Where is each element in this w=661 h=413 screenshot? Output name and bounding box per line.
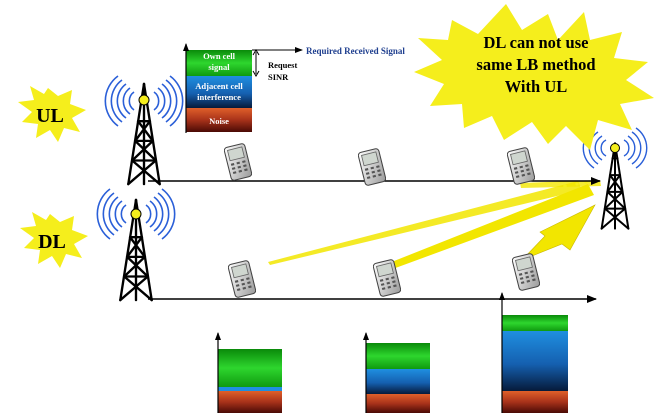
bar-right-noise — [502, 391, 568, 413]
dl-tower-beacon — [130, 208, 142, 220]
required-signal-label: Required Received Signal — [306, 46, 405, 56]
ul-tower-beacon — [138, 94, 150, 106]
dl-sinr-bar-right — [499, 292, 568, 413]
right-tower-beacon — [610, 143, 620, 153]
callout-line-1: DL can not use — [484, 33, 589, 52]
legend-adj-line2: interference — [197, 92, 241, 102]
ul-badge-label: UL — [36, 105, 64, 127]
legend-noise-segment — [186, 108, 252, 132]
bar-middle-own-cell — [366, 343, 430, 369]
dl-radio-wave-icon — [96, 188, 176, 240]
bar-left-interference — [218, 387, 282, 391]
dl-starburst-icon — [20, 212, 88, 268]
request-sinr-line2: SINR — [268, 72, 289, 82]
bar-middle-noise — [366, 394, 430, 413]
callout-line-2: same LB method — [476, 55, 595, 74]
ul-ue-left-mobile-phone-icon — [224, 143, 252, 181]
legend-noise-label: Noise — [209, 116, 229, 126]
bar-right-own-cell — [502, 315, 568, 331]
callout-starburst-icon — [414, 4, 654, 150]
request-sinr-line1: Request — [268, 60, 297, 70]
dl-ue-right-mobile-phone-icon — [512, 253, 540, 291]
legend-own-line1: Own cell — [203, 51, 236, 61]
dl-sinr-bar-left — [215, 332, 282, 413]
bar-left-own-cell — [218, 349, 282, 387]
dl-beam-group — [268, 180, 601, 270]
dl-ue-left-mobile-phone-icon — [228, 260, 256, 298]
ul-starburst-icon — [18, 86, 86, 142]
dl-beam-to-middle-ue — [384, 184, 594, 270]
bar-right-interference — [502, 331, 568, 391]
bar-middle-interference — [366, 369, 430, 394]
ul-ue-right-mobile-phone-icon — [507, 147, 535, 185]
sinr-arrow-bottom — [252, 70, 260, 77]
ul-ue-middle-mobile-phone-icon — [358, 148, 386, 186]
bar-left-noise — [218, 391, 282, 413]
dl-beam-to-left-ue — [268, 181, 582, 265]
legend-own-cell-segment — [186, 50, 252, 76]
legend-own-line2: signal — [208, 62, 230, 72]
legend-adjacent-segment — [186, 76, 252, 108]
dl-sinr-bar-middle — [363, 332, 430, 413]
dl-beam-to-right-ue — [521, 204, 596, 261]
signal-stack-legend: Own cell signal Adjacent cell interferen… — [183, 43, 405, 133]
ul-radio-wave-icon — [104, 75, 184, 127]
callout-line-3: With UL — [505, 77, 568, 96]
callout-text: DL can not use same LB method With UL — [476, 33, 595, 96]
legend-adj-line1: Adjacent cell — [195, 81, 243, 91]
ul-beam-from-right-ue — [520, 180, 601, 188]
dl-badge-label: DL — [38, 231, 66, 253]
